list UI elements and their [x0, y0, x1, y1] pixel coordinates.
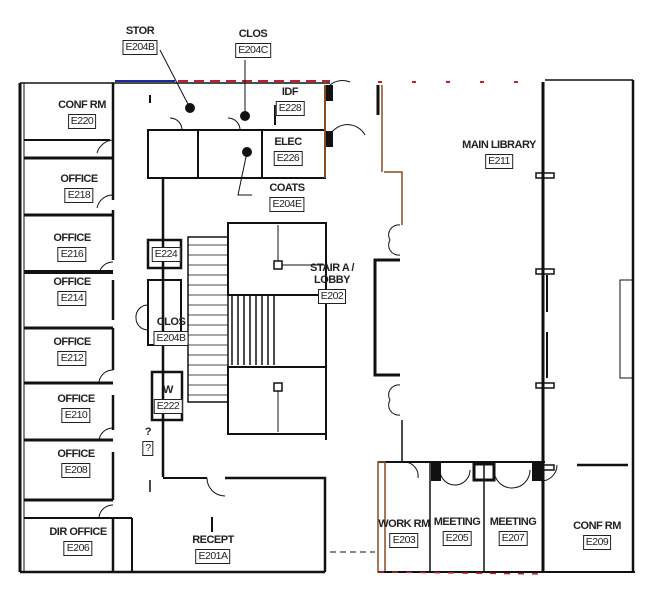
- room-label-unknown: ??: [142, 426, 154, 456]
- room-label-office-e208: OFFICE E208: [57, 448, 95, 478]
- room-label-stair-a-lobby: STAIR A / LOBBY E202: [302, 262, 362, 304]
- room-number: E209: [582, 535, 612, 550]
- room-label-office-e214: OFFICE E214: [53, 276, 91, 306]
- room-name: OFFICE: [53, 232, 91, 244]
- room-label-conf-rm-e220: CONF RM E220: [58, 99, 106, 129]
- room-label-meeting-e205: MEETING E205: [434, 516, 481, 546]
- room-label-clos-e204b: CLOS E204B: [153, 316, 189, 346]
- room-label-coats: COATS E204E: [269, 182, 305, 212]
- room-number: E220: [67, 114, 97, 129]
- room-number: E228: [275, 101, 305, 116]
- room-name: MAIN LIBRARY: [462, 139, 536, 151]
- room-name: OFFICE: [53, 336, 91, 348]
- room-name: CONF RM: [573, 520, 621, 532]
- room-number: E206: [63, 541, 93, 556]
- room-name: RECEPT: [192, 534, 234, 546]
- room-label-main-library: MAIN LIBRARY E211: [462, 139, 536, 169]
- room-name: CLOS: [156, 316, 186, 328]
- room-number: E210: [61, 408, 91, 423]
- room-name: CONF RM: [58, 99, 106, 111]
- room-number: E204B: [153, 331, 189, 346]
- room-label-stor: STOR E204B: [122, 25, 158, 55]
- room-number: E203: [389, 533, 419, 548]
- room-number: E201A: [195, 549, 231, 564]
- room-number: E218: [64, 188, 94, 203]
- room-label-office-e212: OFFICE E212: [53, 336, 91, 366]
- room-number: E205: [442, 531, 472, 546]
- room-name: ELEC: [274, 136, 302, 148]
- room-name: OFFICE: [60, 173, 98, 185]
- room-label-office-e216: OFFICE E216: [53, 232, 91, 262]
- room-name: STAIR A / LOBBY: [310, 262, 354, 286]
- room-name: OFFICE: [57, 448, 95, 460]
- room-label-office-e218: OFFICE E218: [60, 173, 98, 203]
- room-name: IDF: [281, 86, 299, 98]
- room-label-w-e222: W E222: [153, 384, 183, 414]
- room-number: E214: [57, 291, 87, 306]
- room-label-idf: IDF E228: [275, 86, 305, 116]
- room-label-office-e210: OFFICE E210: [57, 393, 95, 423]
- room-label-clos-e204c: CLOS E204C: [235, 28, 271, 58]
- room-number: E216: [57, 247, 87, 262]
- room-label-e224: E224: [151, 244, 181, 262]
- room-name: COATS: [269, 182, 305, 194]
- room-name: ?: [144, 426, 152, 438]
- room-number: E204E: [269, 197, 305, 212]
- room-number: E222: [153, 399, 183, 414]
- room-name: OFFICE: [57, 393, 95, 405]
- room-number: E211: [485, 154, 513, 169]
- room-number: E224: [151, 247, 181, 262]
- room-number: E208: [61, 463, 91, 478]
- room-label-recept: RECEPT E201A: [192, 534, 234, 564]
- room-name: MEETING: [489, 516, 537, 528]
- room-number: E204B: [122, 40, 158, 55]
- room-number: E207: [498, 531, 528, 546]
- room-name: WORK RM: [378, 518, 430, 530]
- room-number: E212: [57, 351, 87, 366]
- room-label-conf-rm-e209: CONF RM E209: [573, 520, 621, 550]
- room-number: E226: [273, 151, 303, 166]
- room-number: ?: [142, 441, 154, 456]
- room-name: MEETING: [433, 516, 481, 528]
- room-label-meeting-e207: MEETING E207: [490, 516, 537, 546]
- room-label-dir-office: DIR OFFICE E206: [49, 526, 107, 556]
- room-name: W: [163, 384, 173, 396]
- room-name: OFFICE: [53, 276, 91, 288]
- room-label-elec: ELEC E226: [273, 136, 303, 166]
- room-name: DIR OFFICE: [49, 526, 107, 538]
- room-name: CLOS: [238, 28, 268, 40]
- room-number: E202: [317, 289, 347, 304]
- room-label-work-rm: WORK RM E203: [378, 518, 430, 548]
- room-number: E204C: [235, 43, 271, 58]
- room-name: STOR: [125, 25, 155, 37]
